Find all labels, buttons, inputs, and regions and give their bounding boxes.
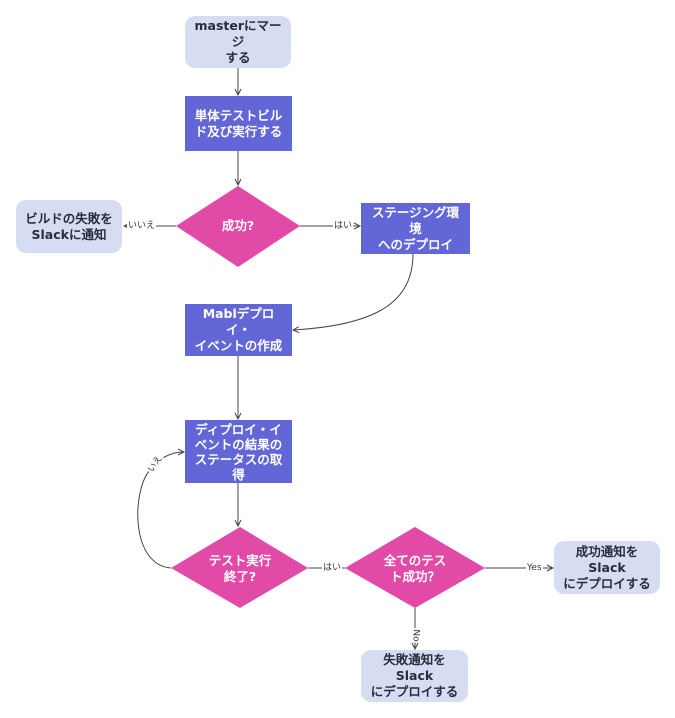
edge-label-no-all-pass: No: [409, 628, 421, 643]
node-label: 成功通知をSlack にデプロイする: [563, 543, 651, 591]
node-label: 単体テストビル ド及び実行する: [194, 107, 283, 139]
node-event-status[interactable]: ディプロイ・イ ベントの結果の ステータスの取 得: [185, 420, 292, 483]
node-label: 失敗通知をSlack にデプロイする: [370, 652, 459, 699]
node-fail-notify[interactable]: 失敗通知をSlack にデプロイする: [361, 650, 468, 702]
node-label: ディプロイ・イ ベントの結果の ステータスの取 得: [194, 421, 283, 482]
node-merge-to-master[interactable]: masterにマージ する: [185, 16, 291, 68]
node-staging-deploy[interactable]: ステージング環境 へのデプロイ: [361, 203, 470, 254]
node-label: ビルドの失敗を Slackに通知: [25, 210, 113, 242]
node-mabl-deploy-event[interactable]: Mablデプロイ・ イベントの作成: [185, 304, 292, 356]
edge-test-done-q-loop-to-status: [137, 452, 184, 569]
decision-shape-success[interactable]: [176, 186, 300, 267]
edge-staging-to-mabl: [293, 253, 414, 330]
node-label: ステージング環境 へのデプロイ: [371, 204, 460, 252]
decision-shape-all-pass[interactable]: [345, 527, 485, 608]
node-label: Mablデプロイ・ イベントの作成: [194, 306, 283, 353]
node-success-notify[interactable]: 成功通知をSlack にデプロイする: [554, 541, 660, 594]
edge-label-yes-test-done: はい: [322, 563, 343, 574]
edge-label-no-build: いいえ: [127, 221, 157, 232]
edge-label-yes-all-pass: Yes: [526, 563, 543, 574]
node-unit-test-build[interactable]: 単体テストビル ド及び実行する: [185, 96, 292, 151]
node-build-fail-notify[interactable]: ビルドの失敗を Slackに通知: [16, 200, 122, 253]
decision-shape-test-done[interactable]: [171, 527, 308, 608]
edge-label-yes-staging: はい: [333, 221, 354, 232]
node-label: masterにマージ する: [194, 18, 282, 65]
